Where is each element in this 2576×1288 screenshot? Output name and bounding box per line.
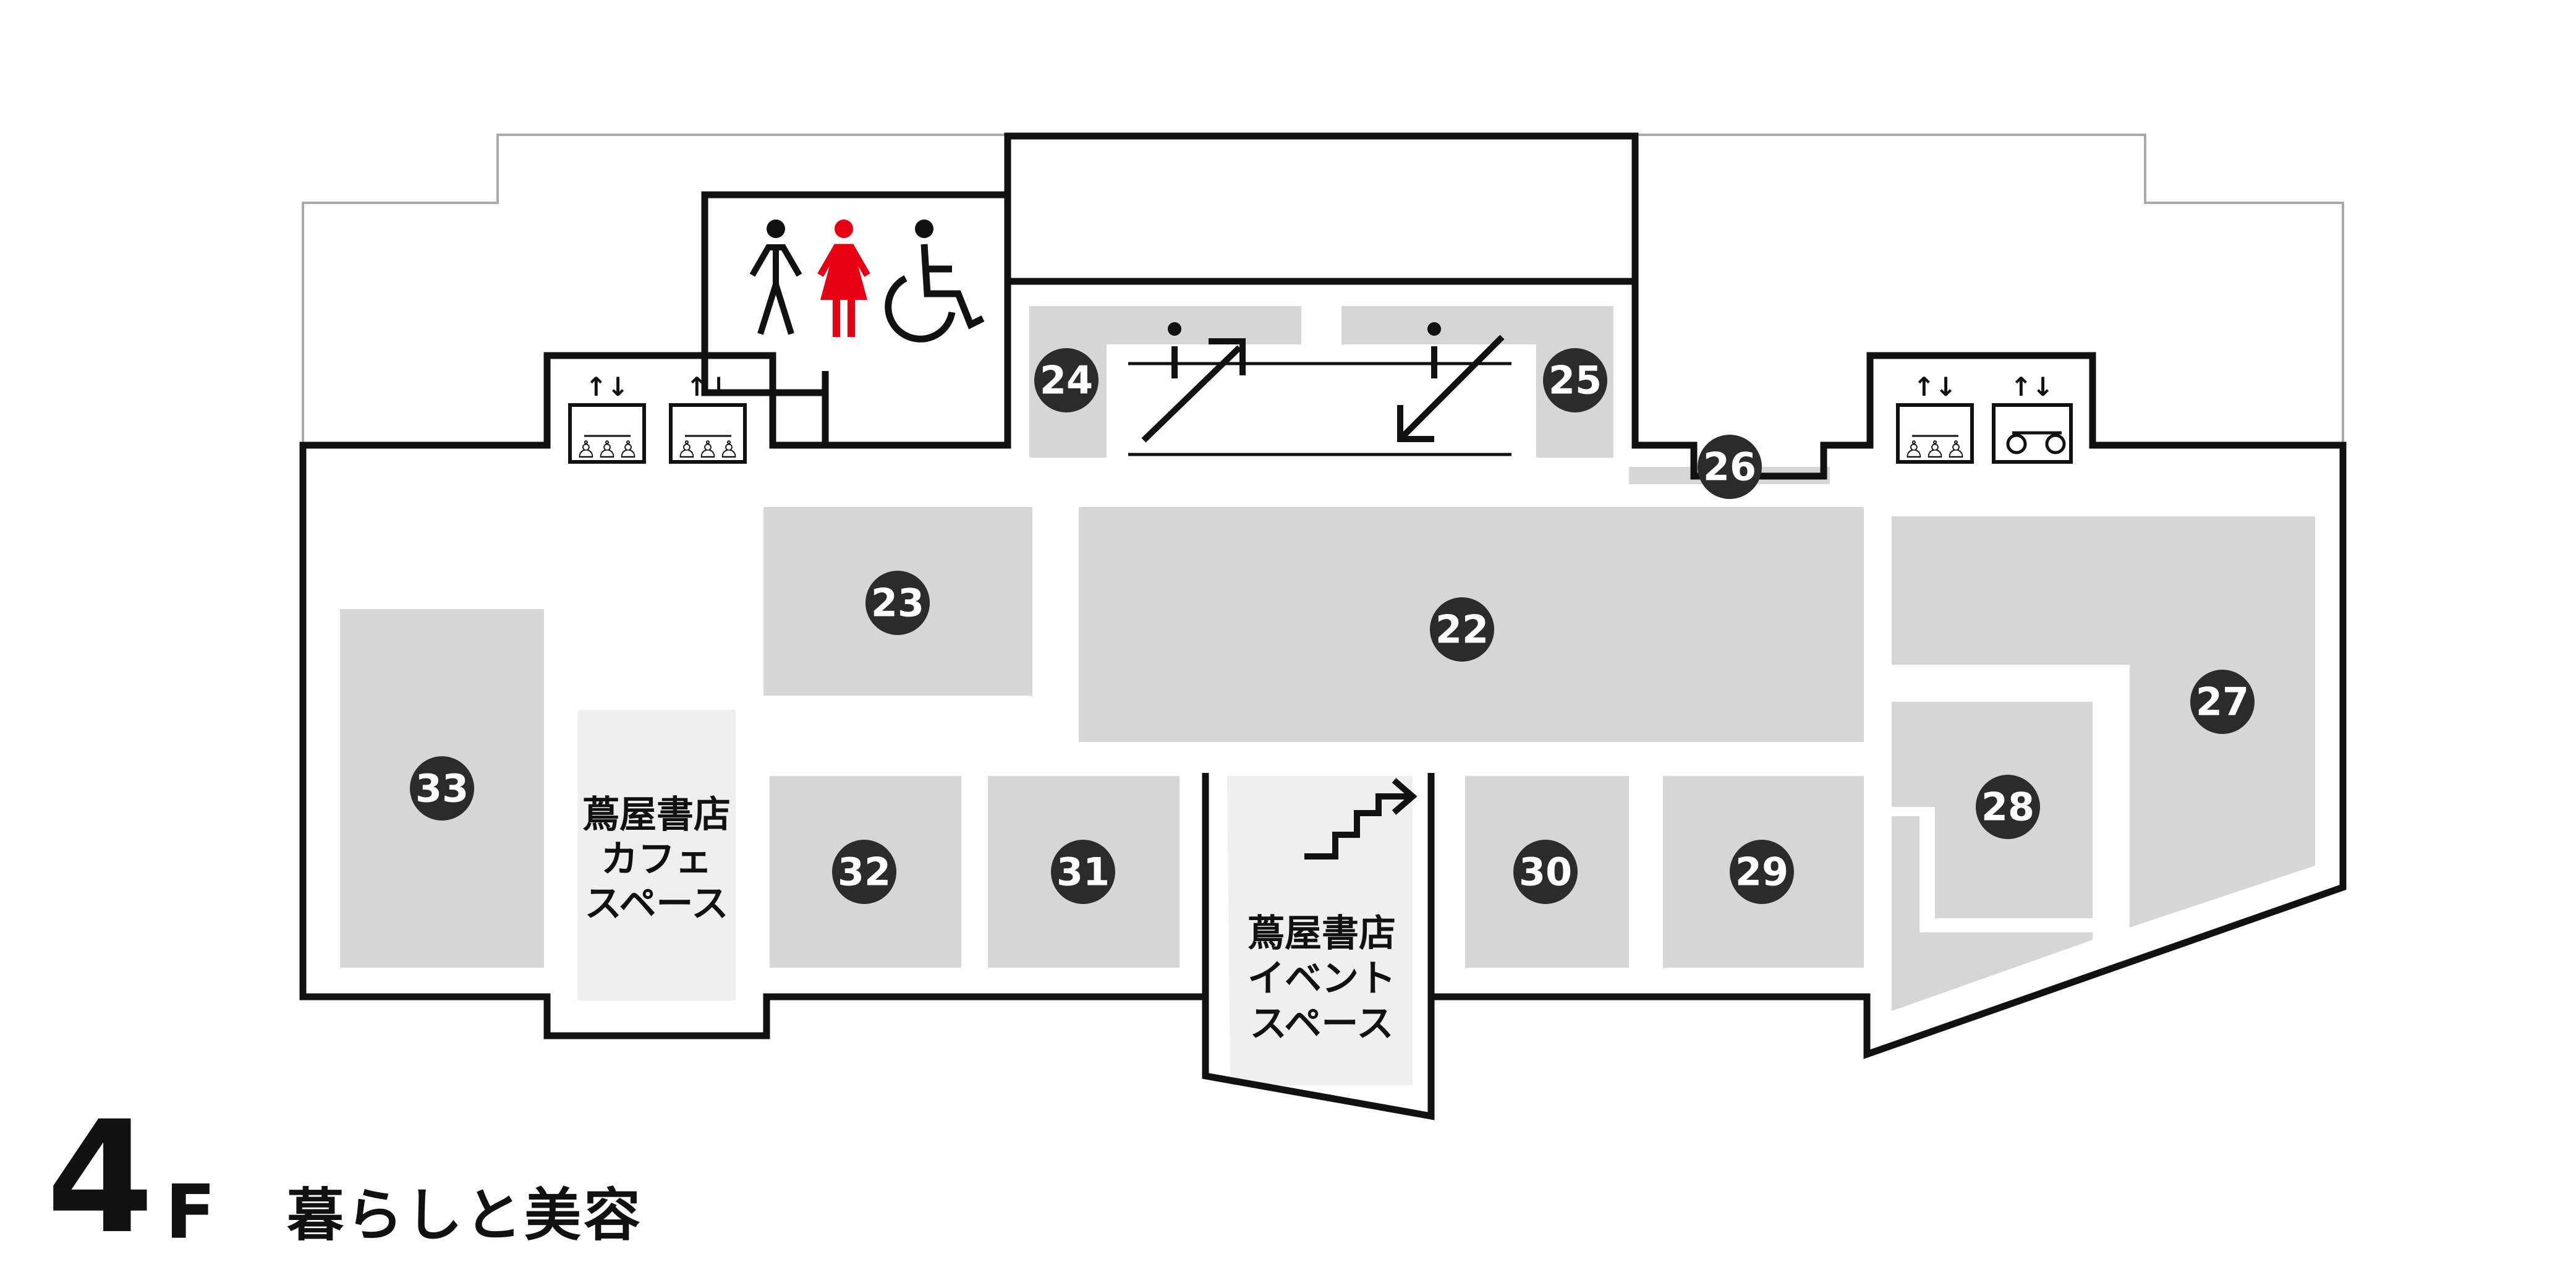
down-escalator-icon[interactable] — [1397, 322, 1505, 442]
shop-28-lower-area — [1892, 816, 2093, 1011]
cafe-space-area — [578, 710, 736, 1000]
shop-27-area[interactable] — [1892, 516, 2315, 928]
shop-badge-22[interactable]: 22 — [1430, 597, 1494, 662]
event-space-line-2: イベント — [1248, 957, 1396, 1000]
svg-text:♙♙♙: ♙♙♙ — [1903, 436, 1966, 463]
shop-badge-23[interactable]: 23 — [865, 571, 930, 635]
event-space-line-1: 蔦屋書店 — [1248, 912, 1396, 955]
shop-badge-30[interactable]: 30 — [1513, 840, 1578, 904]
svg-text:↑↓: ↑↓ — [1913, 372, 1957, 402]
shop-number: 26 — [1703, 445, 1756, 490]
svg-text:↑↓: ↑↓ — [686, 372, 729, 402]
shop-badge-26[interactable]: 26 — [1698, 435, 1762, 499]
shop-number: 25 — [1549, 358, 1602, 403]
building-outline-right — [1638, 134, 2344, 445]
shop-badge-24[interactable]: 24 — [1034, 348, 1099, 412]
restroom-wall — [822, 281, 1011, 449]
up-escalator-icon[interactable] — [1141, 322, 1246, 443]
shop-badge-25[interactable]: 25 — [1543, 348, 1607, 412]
wheelchair-elevator-icon[interactable]: ↑↓ — [1992, 372, 2073, 464]
svg-text:♙♙♙: ♙♙♙ — [576, 436, 639, 463]
cafe-space-line-3: スペース — [585, 882, 729, 926]
shop-number: 22 — [1435, 607, 1489, 652]
shop-badge-29[interactable]: 29 — [1730, 840, 1794, 904]
event-space-label: 蔦屋書店 イベント スペース — [1248, 912, 1396, 1046]
shop-number: 29 — [1735, 850, 1788, 895]
shop-24-strip — [1107, 306, 1301, 344]
svg-text:↑↓: ↑↓ — [585, 372, 629, 402]
elevator-icon[interactable]: ♙♙♙ ↑↓ — [1896, 372, 1974, 464]
machine-room-wall — [1004, 132, 1639, 285]
shop-badge-28[interactable]: 28 — [1976, 775, 2040, 839]
shop-badge-33[interactable]: 33 — [410, 756, 474, 821]
shop-badge-32[interactable]: 32 — [832, 840, 896, 904]
male-restroom-icon[interactable] — [749, 220, 802, 335]
floor-number: 4 — [46, 1088, 154, 1268]
female-restroom-icon[interactable] — [817, 220, 870, 337]
shop-number: 27 — [2196, 680, 2249, 725]
shop-number: 31 — [1056, 850, 1110, 895]
shop-number: 32 — [838, 850, 891, 895]
shop-number: 30 — [1519, 850, 1572, 895]
shop-number: 23 — [871, 581, 924, 626]
svg-text:↑↓: ↑↓ — [2010, 372, 2054, 402]
building-outline — [302, 134, 1008, 445]
floor-title: 4 F 暮らしと美容 — [46, 1101, 643, 1256]
floor-letter: F — [164, 1170, 216, 1256]
shop-badge-27[interactable]: 27 — [2190, 670, 2255, 734]
cafe-space-line-1: 蔦屋書店 — [582, 793, 731, 837]
shop-badge-31[interactable]: 31 — [1051, 840, 1115, 904]
shop-number: 28 — [1981, 785, 2034, 830]
elevator-icon[interactable]: ♙♙♙ ↑↓ — [669, 372, 747, 464]
cafe-space-line-2: カフェ — [601, 838, 712, 881]
wheelchair-icon[interactable] — [885, 220, 985, 343]
elevator-icon[interactable]: ♙♙♙ ↑↓ — [568, 372, 646, 464]
event-space-line-3: スペース — [1250, 1002, 1394, 1046]
shop-number: 24 — [1040, 358, 1093, 403]
shop-number: 33 — [415, 766, 469, 811]
cafe-space-label: 蔦屋書店 カフェ スペース — [582, 793, 731, 926]
svg-text:♙♙♙: ♙♙♙ — [676, 436, 739, 463]
stairs-icon[interactable] — [1304, 778, 1418, 859]
event-space-area — [1227, 776, 1413, 1085]
floor-theme: 暮らしと美容 — [286, 1182, 643, 1248]
